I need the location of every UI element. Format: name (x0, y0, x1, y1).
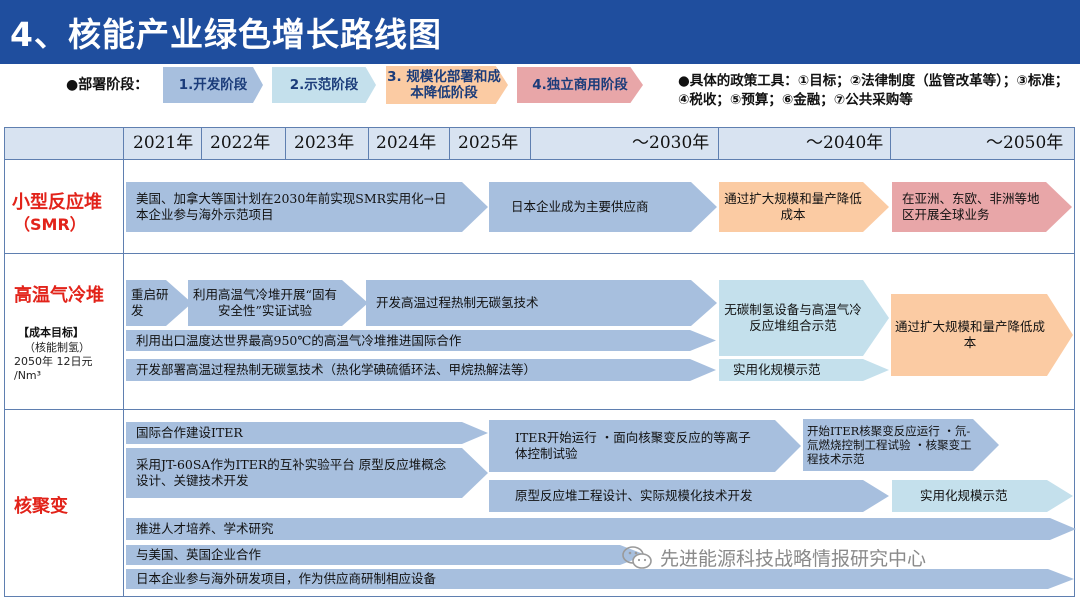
phase-1-chevron: 1.开发阶段 (163, 67, 263, 103)
label-column-separator (123, 127, 124, 597)
year-2021: 2021年 (133, 133, 194, 153)
watermark: 先进能源科技战略情报研究中心 (622, 544, 926, 571)
smr-label: 小型反应堆 (12, 192, 102, 213)
year-2024: 2024年 (376, 133, 437, 153)
year-2022: 2022年 (210, 133, 271, 153)
cost-target-line-1: （核能制氢） (24, 341, 90, 354)
cost-target-line-2: 2050年 12日元 (14, 355, 93, 368)
smr-bar-global-business: 在亚洲、东欧、非洲等地区开展全球业务 (892, 182, 1072, 232)
fusion-bar-practical-demo: 实用化规模示范 (892, 480, 1073, 512)
fusion-bar-iter-fusion-run: 开始ITER核聚变反应运行 ・氘-氚燃烧控制工程试验 ・核聚变工程技术示范 (803, 419, 999, 471)
year-2025: 2025年 (458, 133, 519, 153)
year-2040: ～2040年 (806, 133, 884, 153)
header-divider (285, 127, 286, 160)
htgr-bar-practical-demo: 实用化规模示范 (719, 359, 889, 381)
smr-bar-main-supplier: 日本企业成为主要供应商 (489, 182, 717, 232)
htgr-bar-deploy-hydrogen: 开发部署高温过程热制无碳氢技术（热化学碘硫循环法、甲烷热解法等） (126, 359, 716, 381)
row-divider (4, 253, 1075, 254)
smr-bar-overseas-demo: 美国、加拿大等国计划在2030年前实现SMR实用化→日本企业参与海外示范项目 (126, 182, 488, 232)
title-bar (0, 0, 1080, 64)
year-2023: 2023年 (294, 133, 355, 153)
header-divider (201, 127, 202, 160)
fusion-bar-us-uk-coop: 与美国、英国企业合作 (126, 545, 646, 565)
year-2050: ～2050年 (986, 133, 1064, 153)
fusion-label: 核聚变 (14, 496, 68, 517)
phase-4-chevron: 4.独立商用阶段 (517, 67, 643, 103)
cost-target-line-3: /Nm³ (14, 369, 42, 382)
smr-label-abbr: （SMR） (14, 215, 86, 234)
year-header-row (4, 127, 1075, 160)
htgr-bar-international-coop: 利用出口温度达世界最高950℃的高温气冷堆推进国际合作 (126, 330, 716, 351)
fusion-bar-prototype-design: 原型反应堆工程设计、实际规模化技术开发 (489, 480, 889, 512)
smr-bar-cost-reduction: 通过扩大规模和量产降低成本 (719, 182, 889, 232)
policy-tools-text: ●具体的政策工具：①目标；②法律制度（监管改革等）；③标准；④税收；⑤预算；⑥金… (678, 73, 1069, 108)
deploy-phase-label: ●部署阶段： (66, 77, 149, 93)
fusion-bar-iter-construction: 国际合作建设ITER (126, 422, 488, 444)
header-divider (890, 127, 891, 160)
header-divider (530, 127, 531, 160)
htgr-bar-hydrogen-tech: 开发高温过程热制无碳氢技术 (366, 280, 717, 326)
fusion-bar-overseas-rd: 日本企业参与海外研发项目，作为供应商研制相应设备 (126, 569, 1074, 589)
row-divider (4, 409, 1075, 410)
htgr-bar-cost-reduction: 通过扩大规模和量产降低成本 (891, 294, 1073, 376)
header-divider (449, 127, 450, 160)
htgr-bar-safety-test: 利用高温气冷堆开展“固有安全性”实证试验 (188, 280, 368, 326)
watermark-text: 先进能源科技战略情报研究中心 (660, 548, 927, 570)
header-divider (718, 127, 719, 160)
phase-2-chevron: 2.示范阶段 (272, 67, 376, 103)
htgr-label: 高温气冷堆 (14, 285, 104, 306)
fusion-bar-jt60sa: 采用JT-60SA作为ITER的互补实验平台 原型反应堆概念设计、关键技术开发 (126, 448, 488, 498)
year-2030: ～2030年 (632, 133, 710, 153)
page-title: 4、核能产业绿色增长路线图 (10, 15, 442, 54)
fusion-bar-talent-training: 推进人才培养、学术研究 (126, 518, 1076, 540)
htgr-bar-combined-demo: 无碳制氢设备与高温气冷反应堆组合示范 (719, 280, 889, 356)
wechat-icon (622, 545, 652, 569)
header-divider (368, 127, 369, 160)
fusion-bar-iter-operation: ITER开始运行 ・面向核聚变反应的等离子体控制试验 (489, 420, 801, 472)
phase-3-chevron: 3. 规模化部署和成本降低阶段 (386, 66, 508, 104)
cost-target-title: 【成本目标】 (18, 326, 84, 339)
